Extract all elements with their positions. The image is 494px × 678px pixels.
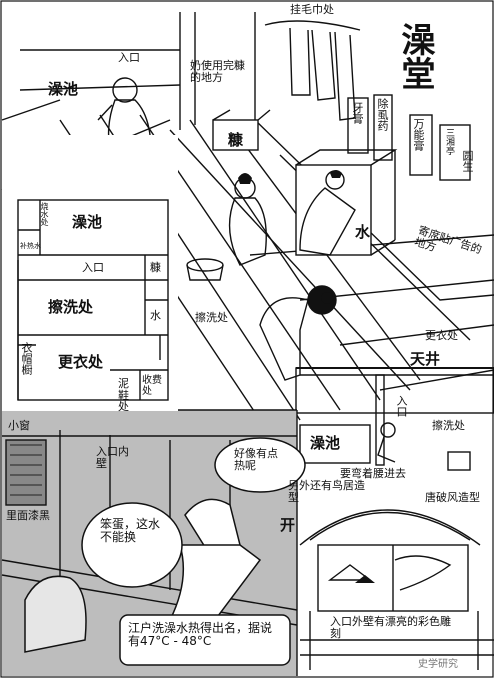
watermark: 史学研究 [418,659,458,670]
plan-washing: 擦洗处 [48,298,94,316]
plan-clothes-shelf: 衣帽橱 [20,342,33,375]
plan-cashier: 收费处 [142,375,162,397]
bend-note: 要弯着腰进去 [340,467,406,480]
plan-dressing: 更衣处 [58,353,104,371]
ad-label-1: 牙膏 [351,102,364,124]
plan-bran: 糠 [150,261,161,274]
plan-sandal-room: 泥鞋处 [118,377,129,414]
plan-bath: 澡池 [72,213,103,231]
section-washing: 擦洗处 [432,419,465,432]
inside-black-label: 里面漆黑 [6,509,50,522]
open-note: 开 [280,516,296,534]
speech-dummy: 笨蛋，这水不能换 [100,517,161,544]
washing-area-label: 擦洗处 [195,311,228,324]
gable-note: 唐破风造型 [425,491,480,504]
temperature-caption: 江户洗澡水热得出名，据说有47°C - 48°C [128,621,273,648]
page-title: 澡堂 [395,22,435,90]
plan-stoker-room: 烧水处 [40,202,49,226]
towel-rack-label: 挂毛巾处 [290,3,334,16]
plan-hot-water: 补热水 [20,242,41,250]
section-entrance: 入口 [395,395,408,417]
entrance-label: 入口 [118,51,140,64]
bath-sign: 澡池 [48,80,79,98]
ad-label-4: 三湘亭 [444,128,454,155]
ad-label-3: 万能膏 [412,118,425,151]
ad-label-5: 圆生 [461,150,474,172]
speech-hot: 好像有点热呢 [234,447,278,472]
inner-wall-label: 入口内壁 [96,445,129,470]
outside-note: 另外还有鸟居造型 [288,479,365,504]
plan-water: 水 [150,309,161,322]
water-box-label: 水 [355,223,371,241]
bran-box-label: 糠 [228,131,244,149]
plan-entrance: 入口 [82,261,104,274]
small-window-label: 小窗 [8,419,30,432]
dressing-area-label: 更衣处 [425,329,458,342]
wall-carving-note: 入口外壁有漂亮的彩色雕刻 [330,615,451,640]
ad-label-2: 除虱药 [376,98,389,131]
bran-note: 奶使用完糠的地方 [190,59,245,84]
section-bath: 澡池 [310,434,341,452]
ceiling-label: 天井 [410,350,441,368]
